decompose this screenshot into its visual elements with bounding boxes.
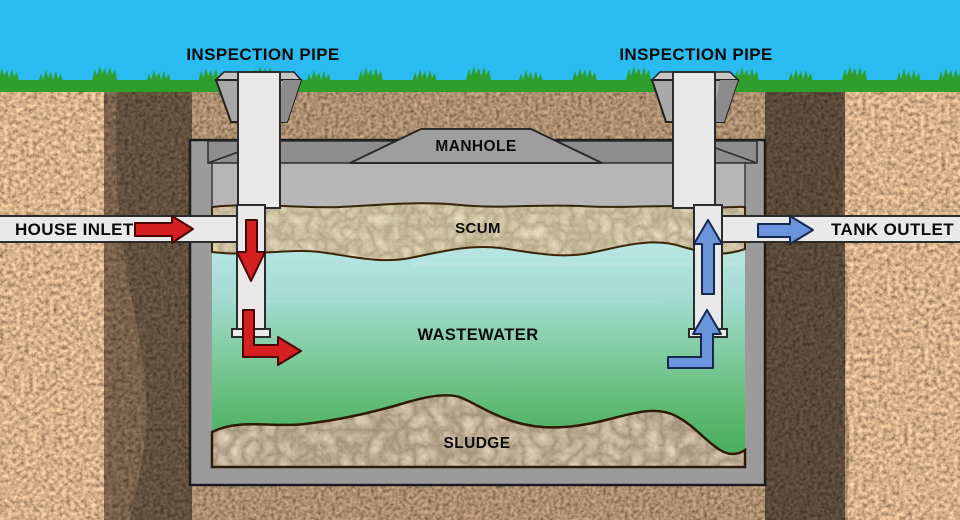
inlet-arrow-right bbox=[134, 215, 194, 244]
outlet-arrow-elbow bbox=[667, 309, 722, 369]
soil-bank-right bbox=[842, 86, 960, 520]
label-manhole: MANHOLE bbox=[435, 138, 517, 155]
pipe-riser bbox=[672, 71, 716, 209]
label-scum: SCUM bbox=[455, 220, 501, 237]
inspection-pipe-right bbox=[650, 71, 740, 209]
inlet-arrow-elbow bbox=[242, 309, 302, 366]
tank-lid bbox=[211, 161, 746, 210]
soil-bank-left bbox=[0, 86, 147, 520]
inlet-pipe bbox=[0, 215, 240, 243]
outlet-arrow-right bbox=[757, 215, 814, 245]
sludge-layer bbox=[210, 393, 747, 469]
inlet-arrow-down bbox=[236, 219, 266, 282]
label-house-inlet: HOUSE INLET bbox=[15, 220, 134, 239]
outlet-flow-arrows bbox=[667, 215, 814, 369]
outlet-arrow-up bbox=[693, 219, 723, 295]
soil-backfill-left bbox=[104, 88, 192, 520]
label-wastewater: WASTEWATER bbox=[417, 326, 539, 344]
inspection-pipe-left bbox=[214, 71, 303, 209]
label-inspection-pipe-left: INSPECTION PIPE bbox=[186, 45, 340, 64]
soil-backfill-right bbox=[765, 88, 845, 520]
pipe-cap-shade bbox=[712, 80, 738, 122]
pipe-cap-shade bbox=[275, 80, 301, 122]
label-inspection-pipe-right: INSPECTION PIPE bbox=[619, 45, 773, 64]
label-tank-outlet: TANK OUTLET bbox=[831, 220, 955, 239]
water-streak bbox=[232, 300, 662, 303]
water-streak bbox=[412, 262, 742, 266]
label-sludge: SLUDGE bbox=[443, 435, 511, 452]
inlet-flow-arrows bbox=[134, 215, 302, 366]
pipe-riser bbox=[237, 71, 281, 209]
